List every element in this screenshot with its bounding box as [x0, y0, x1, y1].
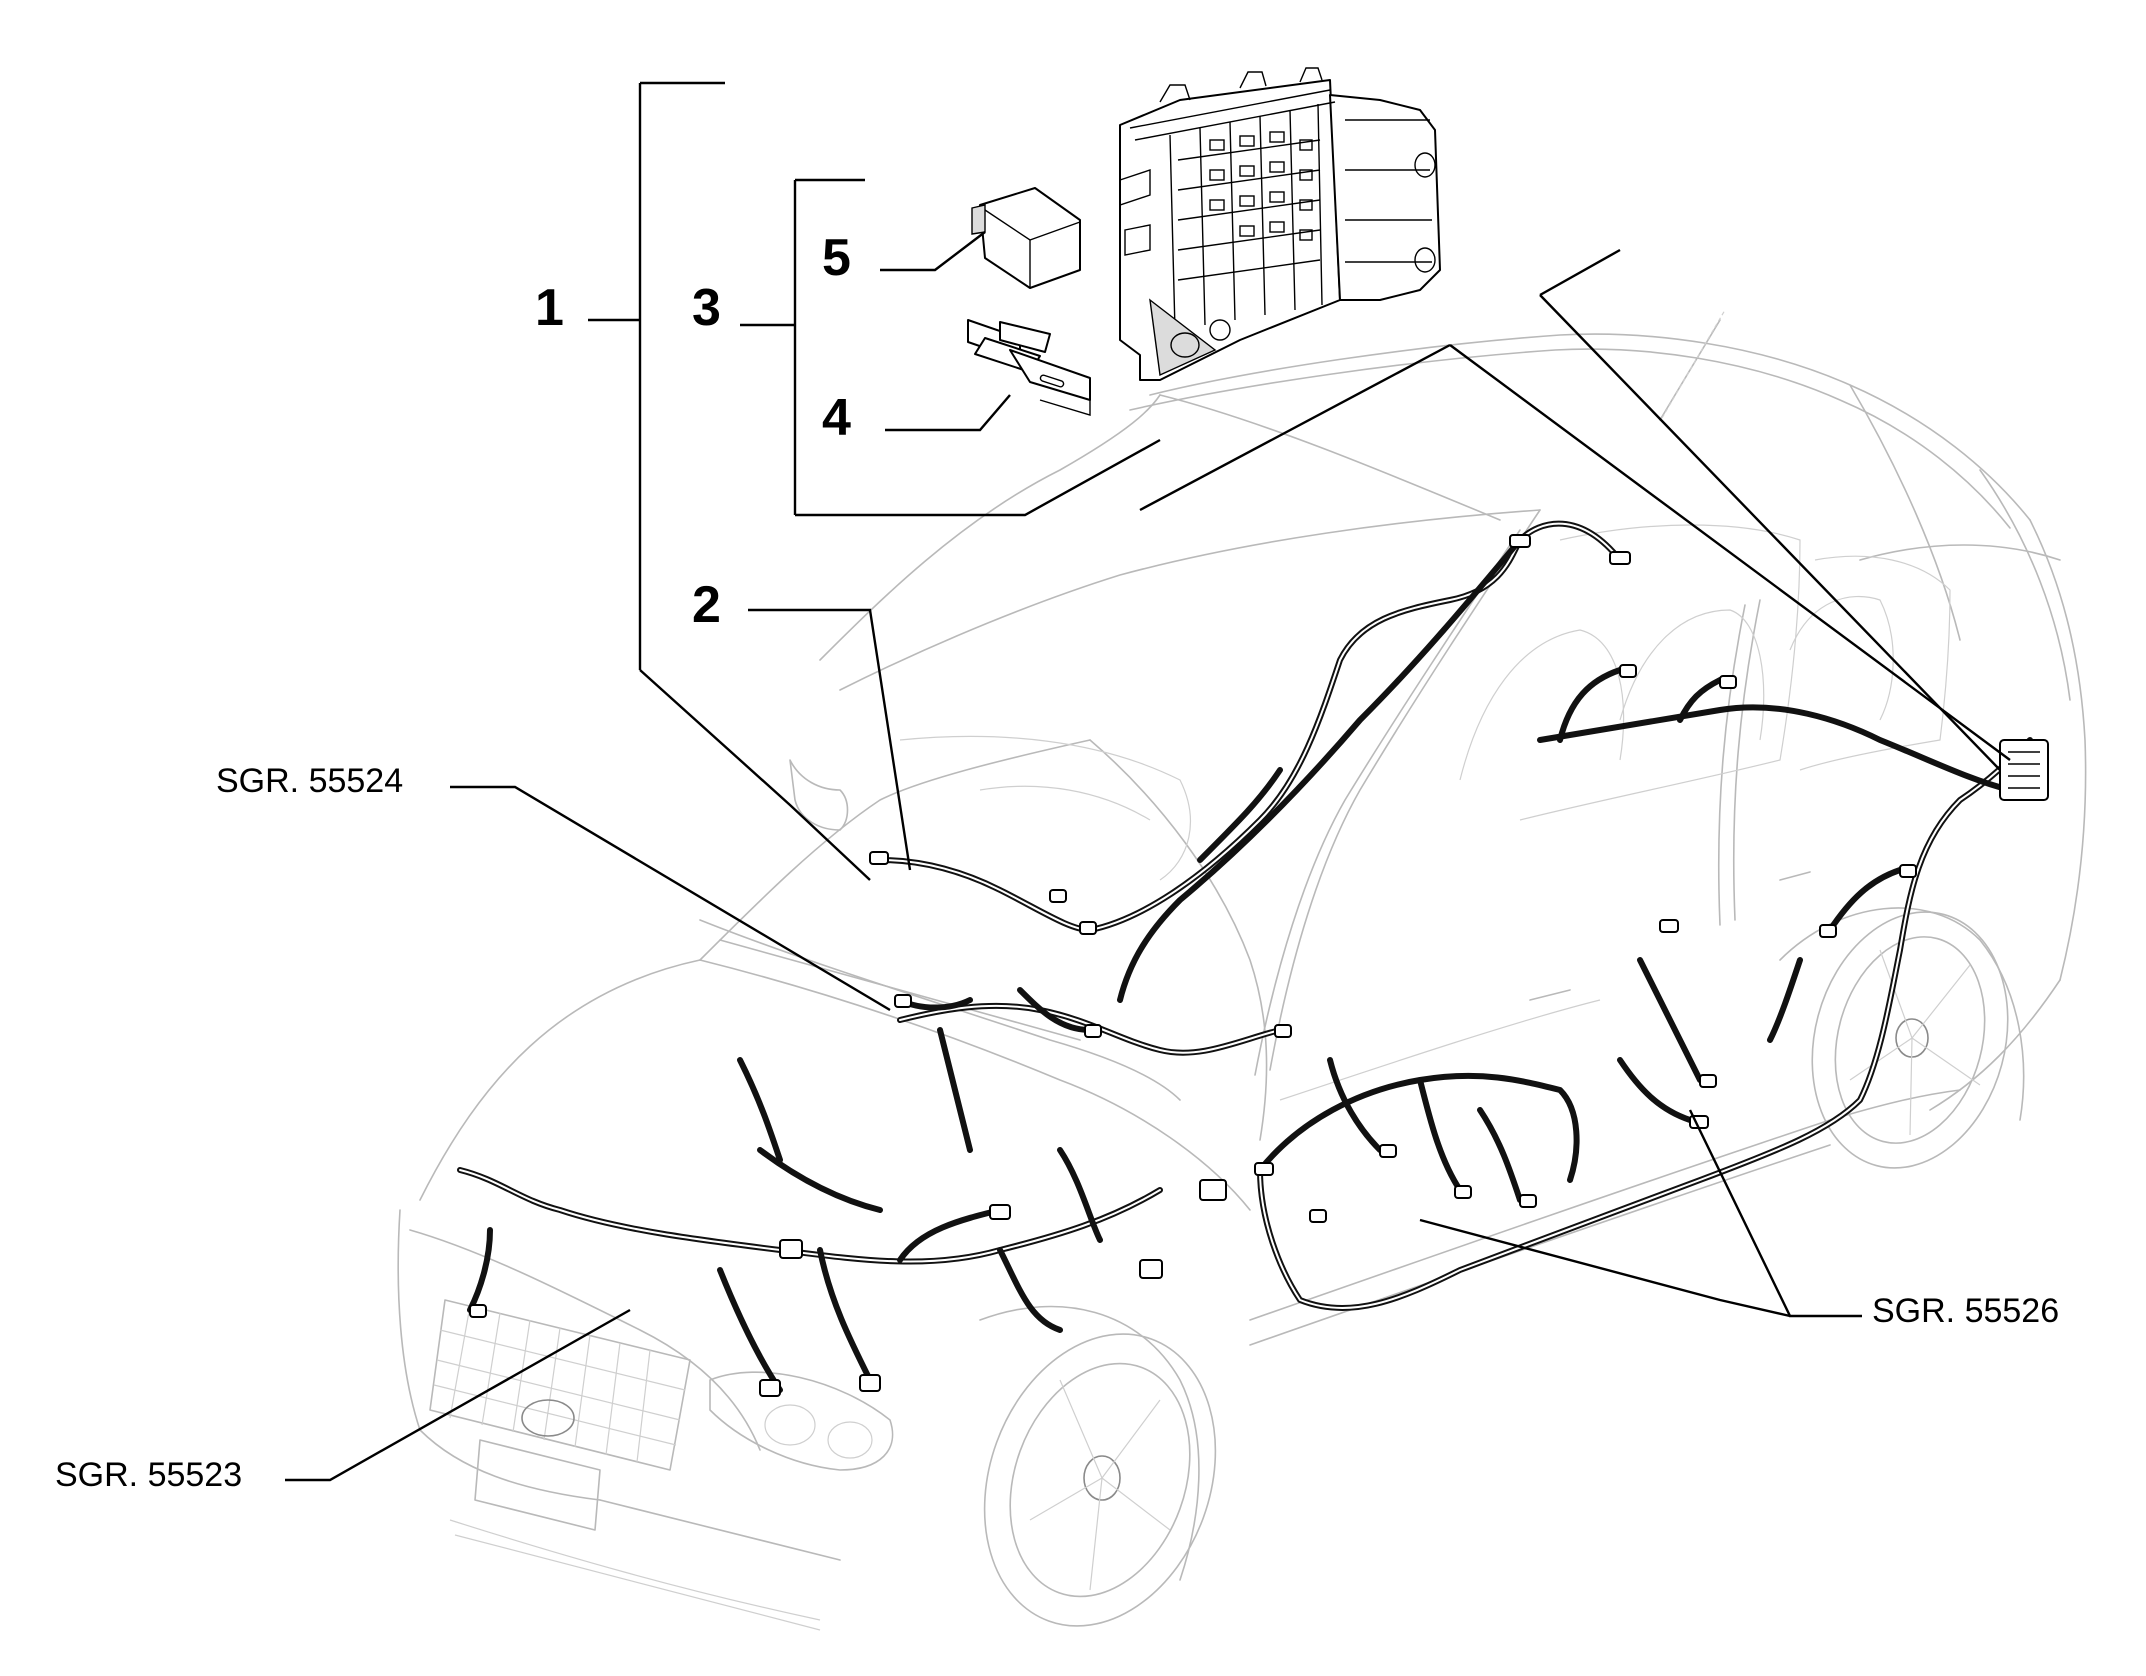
- car-outline-icon: [397, 309, 2087, 1631]
- fuse-box-icon: [1119, 67, 1441, 381]
- wiring-harness-icon: [457, 520, 2033, 1393]
- callout-3: 3: [692, 279, 721, 337]
- fuse-slots: [1209, 131, 1313, 241]
- leader-lines: [285, 81, 2011, 1482]
- fuse-icon: [967, 319, 1091, 416]
- callout-1: 1: [535, 279, 564, 337]
- ref-sgr-55526: SGR. 55526: [1872, 1292, 2059, 1330]
- callout-5: 5: [822, 229, 851, 287]
- ref-sgr-55523: SGR. 55523: [55, 1456, 242, 1494]
- callouts: 1 2 3 4 5 SGR. 55524 SGR. 55523 SGR. 555…: [55, 229, 2059, 1494]
- callout-2: 2: [692, 576, 721, 634]
- ref-sgr-55524: SGR. 55524: [216, 762, 403, 800]
- callout-4: 4: [822, 389, 851, 447]
- harness-connectors: [469, 534, 2049, 1397]
- relay-icon: [971, 187, 1081, 289]
